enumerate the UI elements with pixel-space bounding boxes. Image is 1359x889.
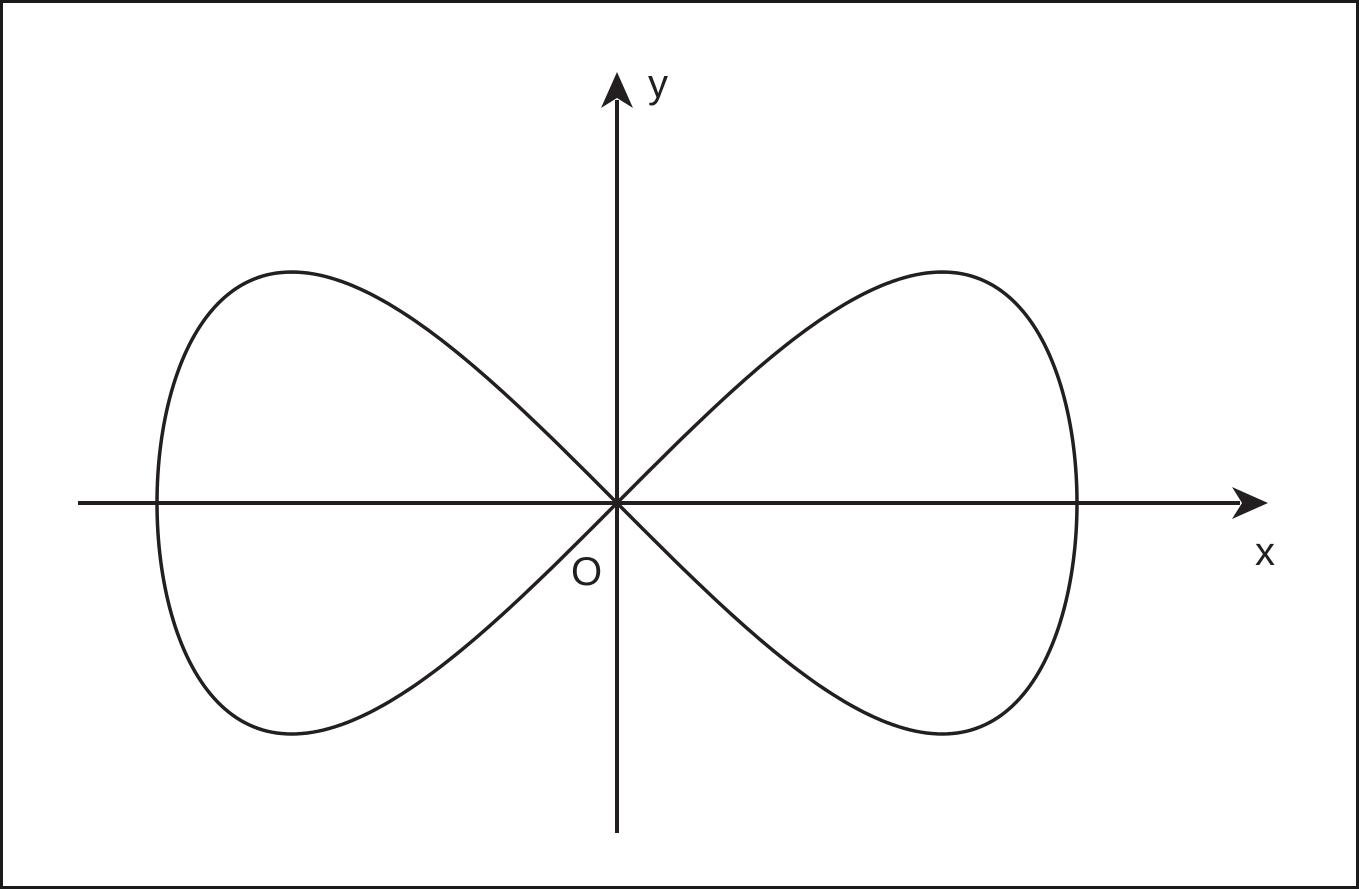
y-axis-arrow-icon xyxy=(601,72,633,108)
origin-label: O xyxy=(571,550,603,594)
x-axis-label: x xyxy=(1255,530,1275,574)
figure-eight-curve xyxy=(155,270,1079,736)
y-axis-label: y xyxy=(648,62,668,106)
x-axis-arrow-icon xyxy=(1232,487,1268,519)
